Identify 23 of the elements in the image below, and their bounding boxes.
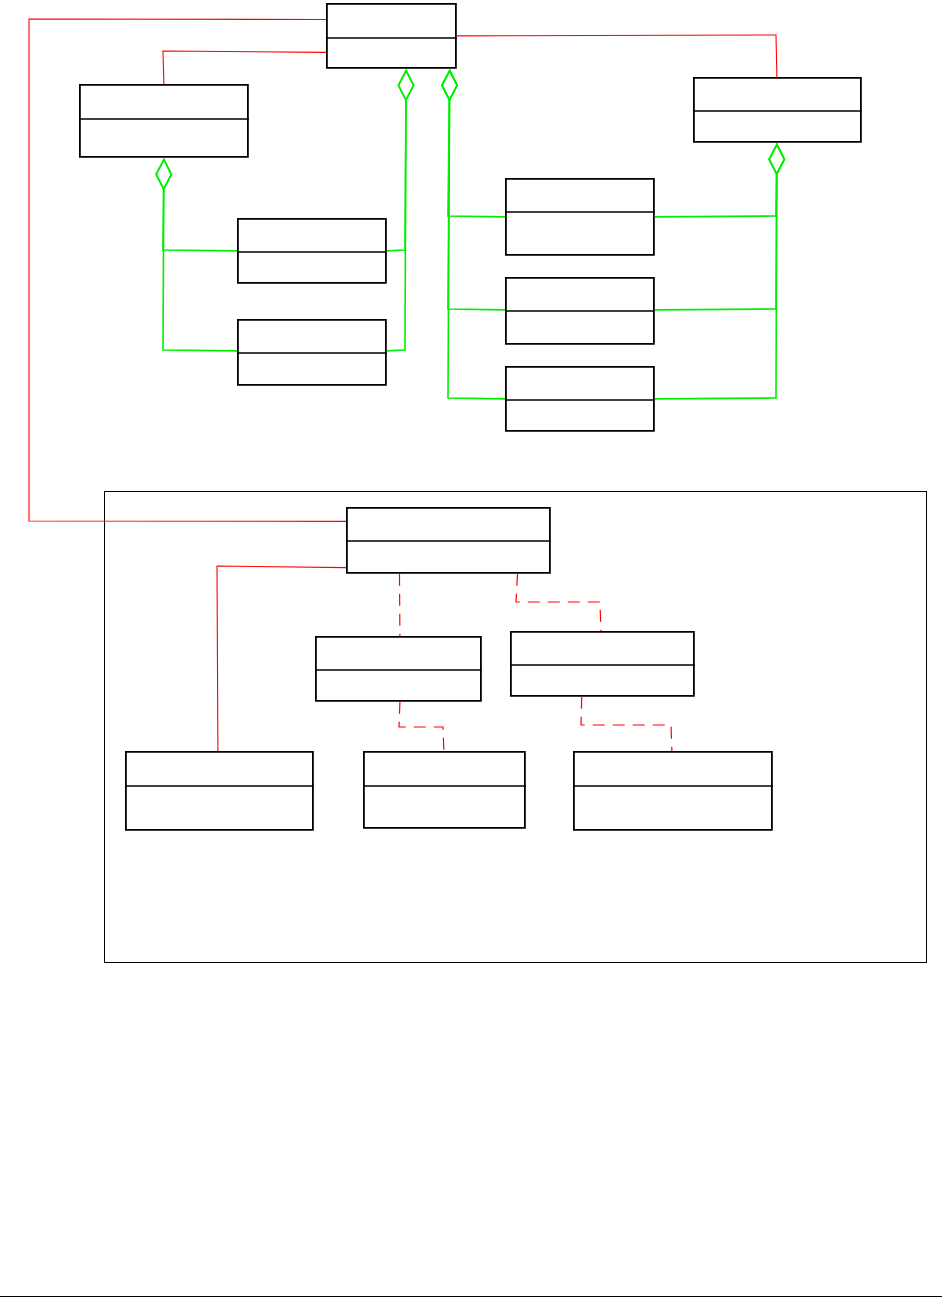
association-line bbox=[398, 573, 401, 637]
class-box bbox=[504, 277, 656, 345]
class-box bbox=[504, 178, 656, 256]
class-box bbox=[509, 631, 696, 697]
class-box bbox=[236, 218, 388, 284]
class-box bbox=[325, 3, 458, 69]
class-box bbox=[504, 366, 656, 432]
class-box bbox=[124, 751, 315, 831]
class-box bbox=[78, 84, 250, 158]
class-box bbox=[236, 319, 388, 386]
class-box bbox=[572, 751, 774, 831]
package-frame bbox=[104, 491, 927, 963]
class-box bbox=[692, 77, 863, 143]
association-line bbox=[456, 34, 778, 78]
association-line bbox=[162, 50, 327, 85]
class-box bbox=[362, 751, 527, 829]
association-line bbox=[515, 573, 602, 632]
association-line bbox=[216, 565, 347, 752]
association-line bbox=[28, 18, 347, 522]
association-line bbox=[398, 701, 445, 752]
association-line bbox=[580, 696, 673, 752]
class-box bbox=[314, 636, 483, 702]
class-box bbox=[345, 507, 552, 574]
